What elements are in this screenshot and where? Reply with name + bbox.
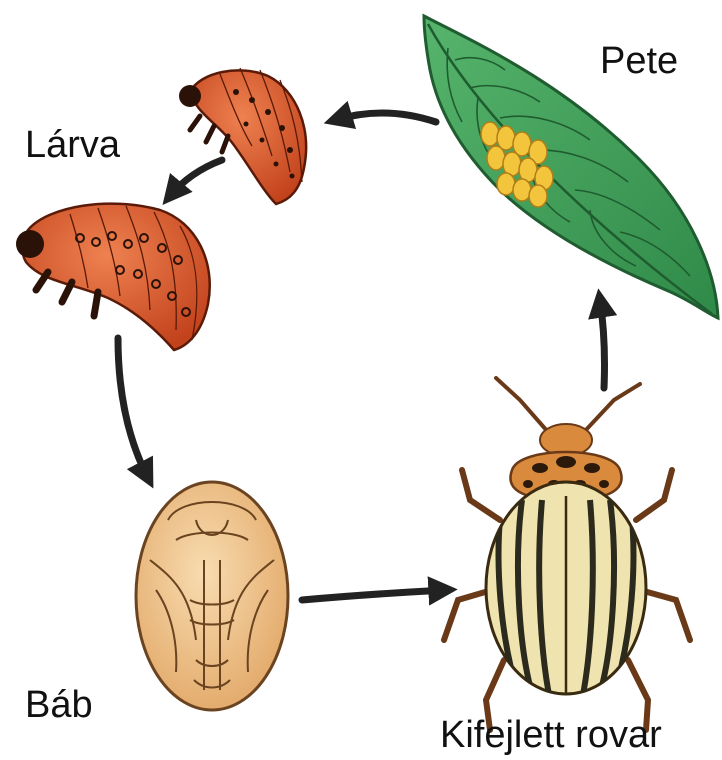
beetle-icon	[444, 378, 690, 730]
stage-label-pupa: Báb	[25, 686, 93, 724]
arrow-egg-to-larva	[335, 113, 436, 122]
arrow-adult-to-egg	[600, 300, 605, 388]
stage-label-egg: Pete	[600, 42, 678, 80]
pupa-icon	[136, 482, 288, 710]
arrow-larva-to-pupa	[118, 338, 148, 478]
arrow-larva-to-larva	[170, 160, 222, 196]
stage-label-adult: Kifejlett rovar	[440, 716, 662, 754]
stage-label-larva: Lárva	[25, 126, 120, 164]
larva-icon	[179, 68, 306, 204]
arrow-pupa-to-adult	[302, 590, 446, 600]
larva-icon	[16, 204, 210, 350]
